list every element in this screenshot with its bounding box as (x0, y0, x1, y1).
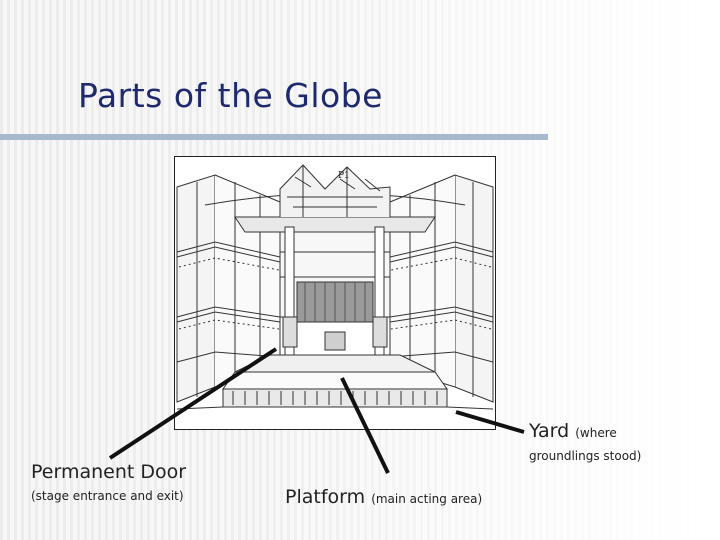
stage-sign-text: P1 (338, 171, 350, 181)
platform-label: Platform (main acting area) (285, 486, 482, 508)
yard-label-main: Yard (529, 420, 570, 442)
globe-sketch: P1 (176, 164, 494, 410)
permanent-door-label: Permanent Door (31, 461, 187, 483)
globe-illustration: P1 (174, 156, 496, 430)
yard-label-note: (where (575, 426, 617, 440)
title-rule (0, 134, 548, 140)
permanent-door-note: (stage entrance and exit) (31, 489, 184, 503)
platform-label-main: Platform (285, 486, 366, 508)
platform-label-note: (main acting area) (371, 492, 483, 506)
yard-label-note-continued: groundlings stood) (529, 449, 642, 463)
slide-title: Parts of the Globe (78, 76, 383, 115)
yard-label: Yard (where (529, 420, 617, 442)
